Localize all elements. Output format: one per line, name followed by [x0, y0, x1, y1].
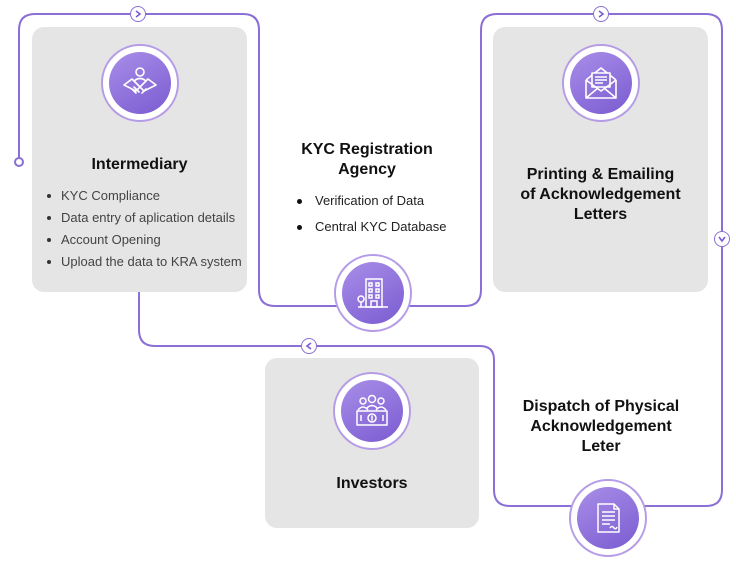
chevron-right-icon [130, 6, 146, 22]
list-item: KYC Compliance [47, 185, 242, 207]
investors-title: Investors [336, 475, 408, 492]
dispatch-badge [569, 479, 647, 557]
intermediary-badge [101, 44, 179, 122]
list-item: Data entry of aplication details [47, 207, 242, 229]
list-item: Central KYC Database [297, 214, 477, 240]
kyc-agency-list: Verification of Data Central KYC Databas… [297, 188, 477, 240]
printing-badge [562, 44, 640, 122]
intermediary-title: Intermediary [91, 156, 188, 173]
chevron-down-icon [714, 231, 730, 247]
document-icon [597, 503, 620, 533]
list-item: Upload the data to KRA system [47, 251, 242, 273]
printing-title: Printing & Emailing of Acknowledgement L… [520, 166, 681, 223]
intermediary-list: KYC Compliance Data entry of aplication … [47, 185, 242, 273]
handshake-icon [123, 67, 157, 94]
chevron-left-icon [301, 338, 317, 354]
list-item: Account Opening [47, 229, 242, 251]
kyc-agency-badge [334, 254, 412, 332]
chevron-right-icon [593, 6, 609, 22]
dispatch-title: Dispatch of Physical Acknowledgement Let… [522, 398, 680, 455]
building-icon [357, 278, 388, 308]
kyc-agency-title: KYC Registration Agency [301, 141, 433, 178]
envelope-letter-icon [585, 67, 617, 99]
list-item: Verification of Data [297, 188, 477, 214]
investors-badge [333, 372, 411, 450]
investors-money-icon [356, 394, 388, 426]
